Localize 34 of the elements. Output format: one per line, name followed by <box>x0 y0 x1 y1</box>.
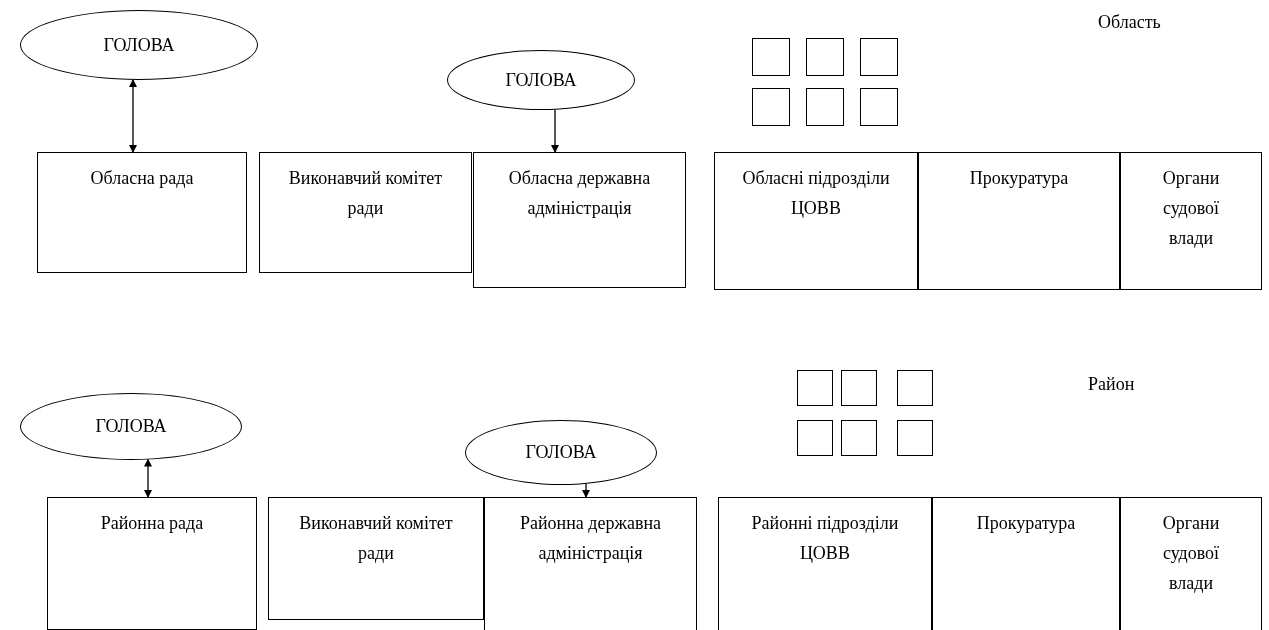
empty-square <box>897 420 933 456</box>
org-box: Обласні підрозділи ЦОВВ <box>714 152 918 290</box>
empty-square <box>797 370 833 406</box>
org-box: Обласна державна адміністрація <box>473 152 686 288</box>
org-box: Районна рада <box>47 497 257 630</box>
org-box: Районні підрозділи ЦОВВ <box>718 497 932 630</box>
region-label: Область <box>1098 12 1161 33</box>
empty-square <box>841 420 877 456</box>
empty-square <box>841 370 877 406</box>
org-box: Районна державна адміністрація <box>484 497 697 630</box>
ellipse-node: ГОЛОВА <box>465 420 657 485</box>
empty-square <box>806 88 844 126</box>
empty-square <box>806 38 844 76</box>
empty-square <box>860 88 898 126</box>
region-label: Район <box>1088 374 1135 395</box>
org-box: Виконавчий комітет ради <box>259 152 472 273</box>
ellipse-node: ГОЛОВА <box>20 10 258 80</box>
ellipse-node: ГОЛОВА <box>447 50 635 110</box>
org-box: Виконавчий комітет ради <box>268 497 484 620</box>
org-box: Прокуратура <box>932 497 1120 630</box>
org-box: Обласна рада <box>37 152 247 273</box>
empty-square <box>797 420 833 456</box>
empty-square <box>752 38 790 76</box>
org-box: Прокуратура <box>918 152 1120 290</box>
empty-square <box>752 88 790 126</box>
empty-square <box>897 370 933 406</box>
org-box: Органи судової влади <box>1120 497 1262 630</box>
arrow <box>582 483 590 498</box>
arrow <box>144 458 152 498</box>
arrow <box>551 109 559 153</box>
org-box: Органи судової влади <box>1120 152 1262 290</box>
arrow <box>129 78 137 153</box>
empty-square <box>860 38 898 76</box>
ellipse-node: ГОЛОВА <box>20 393 242 460</box>
